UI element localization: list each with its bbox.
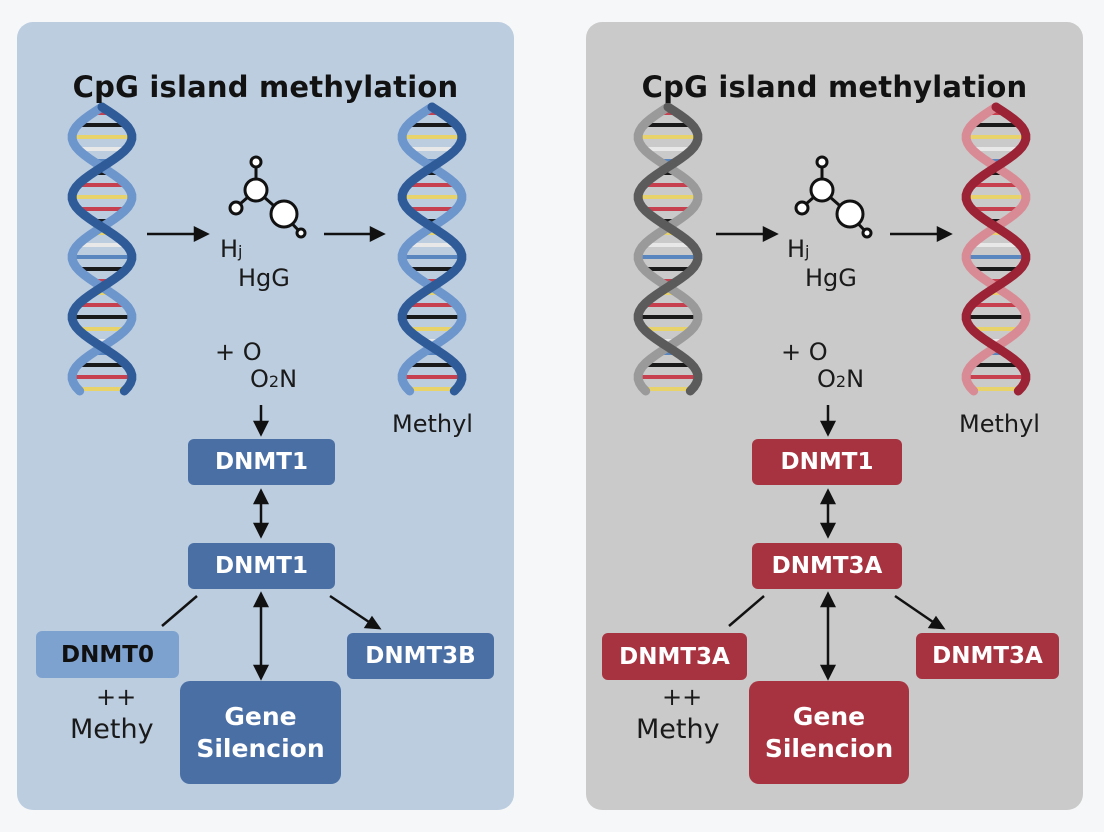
helix-strand bbox=[67, 102, 137, 396]
dnmt-mid-box: DNMT3A bbox=[752, 543, 902, 589]
mol-hgg-label: HgG bbox=[238, 264, 290, 292]
panel-left: CpG island methylation Hj HgG + O O2N Me… bbox=[17, 22, 514, 810]
helix-strand bbox=[961, 102, 1031, 396]
dna-helix-after bbox=[397, 102, 467, 396]
right-diagram-graphics bbox=[633, 102, 1031, 681]
plusplus-label: ++ bbox=[96, 683, 137, 711]
plus-o-label: + O bbox=[215, 338, 262, 366]
dnmt-top-box: DNMT1 bbox=[752, 439, 902, 485]
arrows bbox=[716, 225, 953, 681]
gene-silencing-box: Gene Silencion bbox=[180, 681, 341, 784]
o2n-label: O2N bbox=[250, 365, 298, 393]
mol-h-label: Hj bbox=[787, 235, 810, 263]
dnmt-right-box: DNMT3A bbox=[916, 633, 1059, 679]
mol-h-label: Hj bbox=[220, 235, 243, 263]
panel-right: CpG island methylation Hj HgG + O O2N Me… bbox=[586, 22, 1083, 810]
dnmt-left-box: DNMT0 bbox=[36, 631, 179, 678]
methyl-label: Methyl bbox=[959, 410, 1040, 438]
dnmt-top-box: DNMT1 bbox=[188, 439, 335, 485]
dnmt-mid-box: DNMT1 bbox=[188, 543, 335, 589]
dnmt-left-box: DNMT3A bbox=[602, 633, 747, 680]
methyl-label: Methyl bbox=[392, 410, 473, 438]
helix-strand bbox=[633, 102, 703, 396]
gene-line-1: Gene bbox=[224, 702, 297, 732]
o2n-label: O2N bbox=[817, 365, 865, 393]
mol-hgg-label: HgG bbox=[805, 264, 857, 292]
dna-helix-before bbox=[633, 102, 703, 396]
gene-line-2: Silencion bbox=[196, 733, 325, 763]
dnmt-right-box: DNMT3B bbox=[347, 633, 494, 679]
gene-line-2: Silencion bbox=[764, 733, 894, 763]
left-diagram-graphics bbox=[67, 102, 467, 681]
panel-title: CpG island methylation bbox=[72, 70, 459, 104]
molecule-icon bbox=[794, 155, 873, 239]
plusplus-label: ++ bbox=[662, 683, 703, 711]
methy-label: Methy bbox=[636, 714, 720, 745]
dna-helix-after bbox=[961, 102, 1031, 396]
gene-line-1: Gene bbox=[792, 702, 866, 732]
helix-strand bbox=[67, 102, 137, 396]
helix-strand bbox=[633, 102, 703, 396]
plus-o-label: + O bbox=[781, 338, 828, 366]
panel-title: CpG island methylation bbox=[641, 70, 1028, 104]
arrows bbox=[147, 225, 386, 681]
gene-silencing-box: Gene Silencion bbox=[749, 681, 909, 784]
helix-strand bbox=[397, 102, 467, 396]
helix-strand bbox=[397, 102, 467, 396]
helix-strand bbox=[961, 102, 1031, 396]
methy-label: Methy bbox=[70, 714, 154, 745]
dna-helix-before bbox=[67, 102, 137, 396]
molecule-icon bbox=[228, 155, 307, 239]
